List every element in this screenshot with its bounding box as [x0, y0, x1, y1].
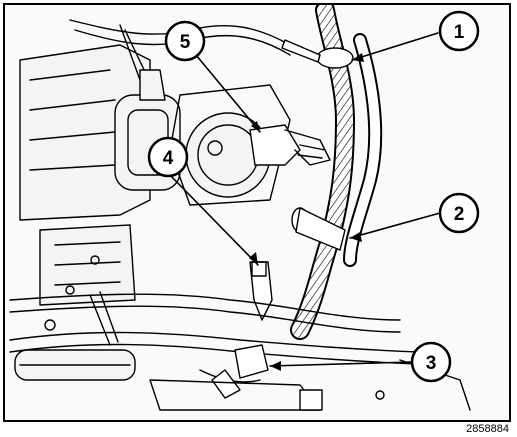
- connector-2: [291, 207, 346, 251]
- callout-3-label: 3: [426, 353, 437, 374]
- connector-1: [281, 39, 354, 69]
- leader-lines: [167, 32, 441, 367]
- leader-arrowheads: [249, 53, 364, 371]
- callout-5: 5: [164, 20, 206, 62]
- callout-1: 1: [438, 10, 480, 52]
- sensor-3: [199, 344, 269, 399]
- connector-5: [249, 124, 331, 166]
- callout-4: 4: [147, 136, 189, 178]
- callout-2-label: 2: [454, 204, 465, 225]
- callout-4-label: 4: [163, 148, 174, 169]
- callout-1-label: 1: [454, 22, 465, 43]
- callout-2: 2: [438, 192, 480, 234]
- callout-5-label: 5: [180, 32, 191, 53]
- sensor-4: [249, 261, 273, 321]
- lower-harness: [9, 291, 421, 381]
- figure-reference-id: 2858884: [466, 423, 509, 435]
- callout-3: 3: [410, 341, 452, 383]
